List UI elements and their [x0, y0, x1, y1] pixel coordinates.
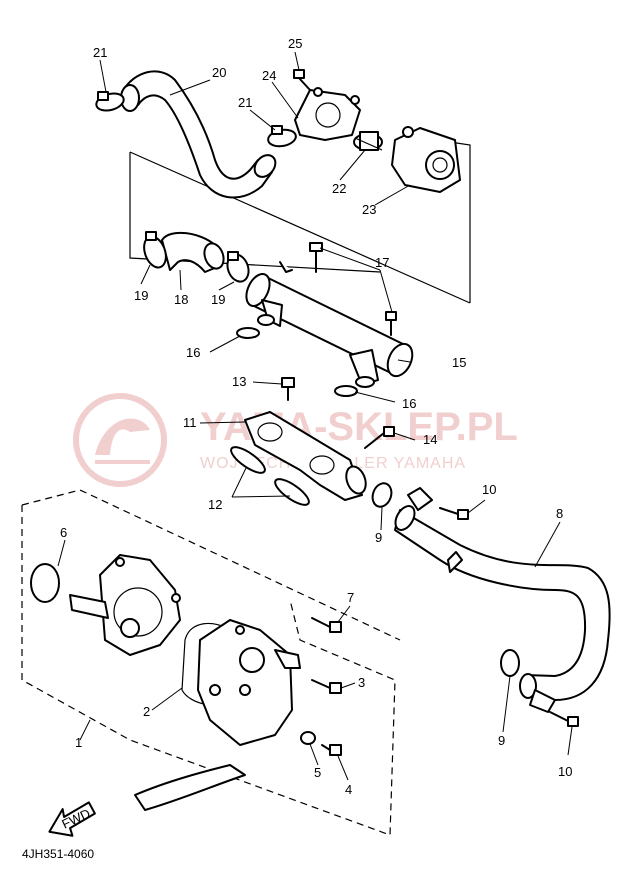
callout-10: 10 [558, 764, 572, 779]
callout-19: 19 [211, 292, 225, 307]
bolt-13 [364, 426, 395, 449]
callout-7: 7 [347, 590, 354, 605]
callout-9: 9 [498, 733, 505, 748]
part-code: 4JH351-4060 [22, 847, 94, 861]
callout-13: 14 [423, 432, 437, 447]
clamp-21-left [95, 91, 125, 112]
callout-23: 23 [362, 202, 376, 217]
callout-24: 24 [262, 68, 276, 83]
bolt-14 [281, 377, 295, 401]
bolt-17-upper [309, 242, 323, 273]
callout-labels: 21 20 21 25 24 22 23 19 18 19 17 16 15 1… [60, 36, 572, 797]
callout-3: 3 [358, 675, 365, 690]
bolt-25 [293, 69, 311, 91]
pipe-8 [394, 487, 611, 713]
thermostat-22 [353, 131, 383, 151]
callout-17: 17 [375, 255, 389, 270]
fwd-arrow-icon: FWD [48, 801, 96, 837]
callout-21: 21 [93, 45, 107, 60]
o-ring-9-lower [500, 649, 520, 677]
gasket-12-left [230, 446, 266, 474]
hose-18 [161, 231, 225, 273]
o-ring-9-upper [371, 482, 393, 508]
callout-2: 2 [143, 704, 150, 719]
clamp-19-left [143, 231, 167, 269]
callout-5: 5 [314, 765, 321, 780]
outlet-manifold-11 [244, 411, 367, 501]
callout-20: 20 [212, 65, 226, 80]
callout-22: 22 [332, 181, 346, 196]
gasket-12-right [274, 478, 310, 506]
o-ring-16-left [236, 327, 260, 339]
lower-hose [134, 764, 246, 811]
callout-1: 1 [75, 735, 82, 750]
pump-housing [197, 619, 301, 746]
bolt-10-lower [549, 711, 579, 727]
callout-11: 11 [183, 415, 197, 430]
callout-18: 18 [174, 292, 188, 307]
bolt-4 [321, 744, 342, 756]
callout-19: 19 [134, 288, 148, 303]
callout-14: 13 [232, 374, 246, 389]
hose-20 [120, 70, 277, 199]
callout-6: 6 [60, 525, 67, 540]
bolt-10-upper [439, 507, 469, 520]
callout-15: 15 [452, 355, 466, 370]
callout-25: 25 [288, 36, 302, 51]
water-pipe-15 [245, 261, 414, 388]
callout-16: 16 [186, 345, 200, 360]
callout-9: 9 [375, 530, 382, 545]
upper-assembly-bracket [129, 141, 471, 304]
callout-4: 4 [345, 782, 352, 797]
thermostat-cover-24 [294, 87, 361, 141]
bolt-17-lower [385, 311, 397, 336]
pump-assembly-frame [21, 489, 401, 836]
bolt-3 [311, 679, 342, 694]
o-ring-6 [30, 563, 60, 603]
pump-impeller [69, 554, 181, 656]
o-ring-16-right [334, 385, 358, 397]
fwd-label: FWD [59, 806, 92, 832]
washer-5 [300, 731, 316, 745]
clamp-21-right [267, 125, 297, 148]
bolt-7 [311, 617, 342, 633]
thermostat-housing-23 [391, 126, 461, 193]
callout-12: 12 [208, 497, 222, 512]
callout-8: 8 [556, 506, 563, 521]
callout-10: 10 [482, 482, 496, 497]
leader-lines [57, 51, 573, 781]
clamp-19-right [226, 251, 250, 283]
callout-16: 16 [402, 396, 416, 411]
callout-21: 21 [238, 95, 252, 110]
